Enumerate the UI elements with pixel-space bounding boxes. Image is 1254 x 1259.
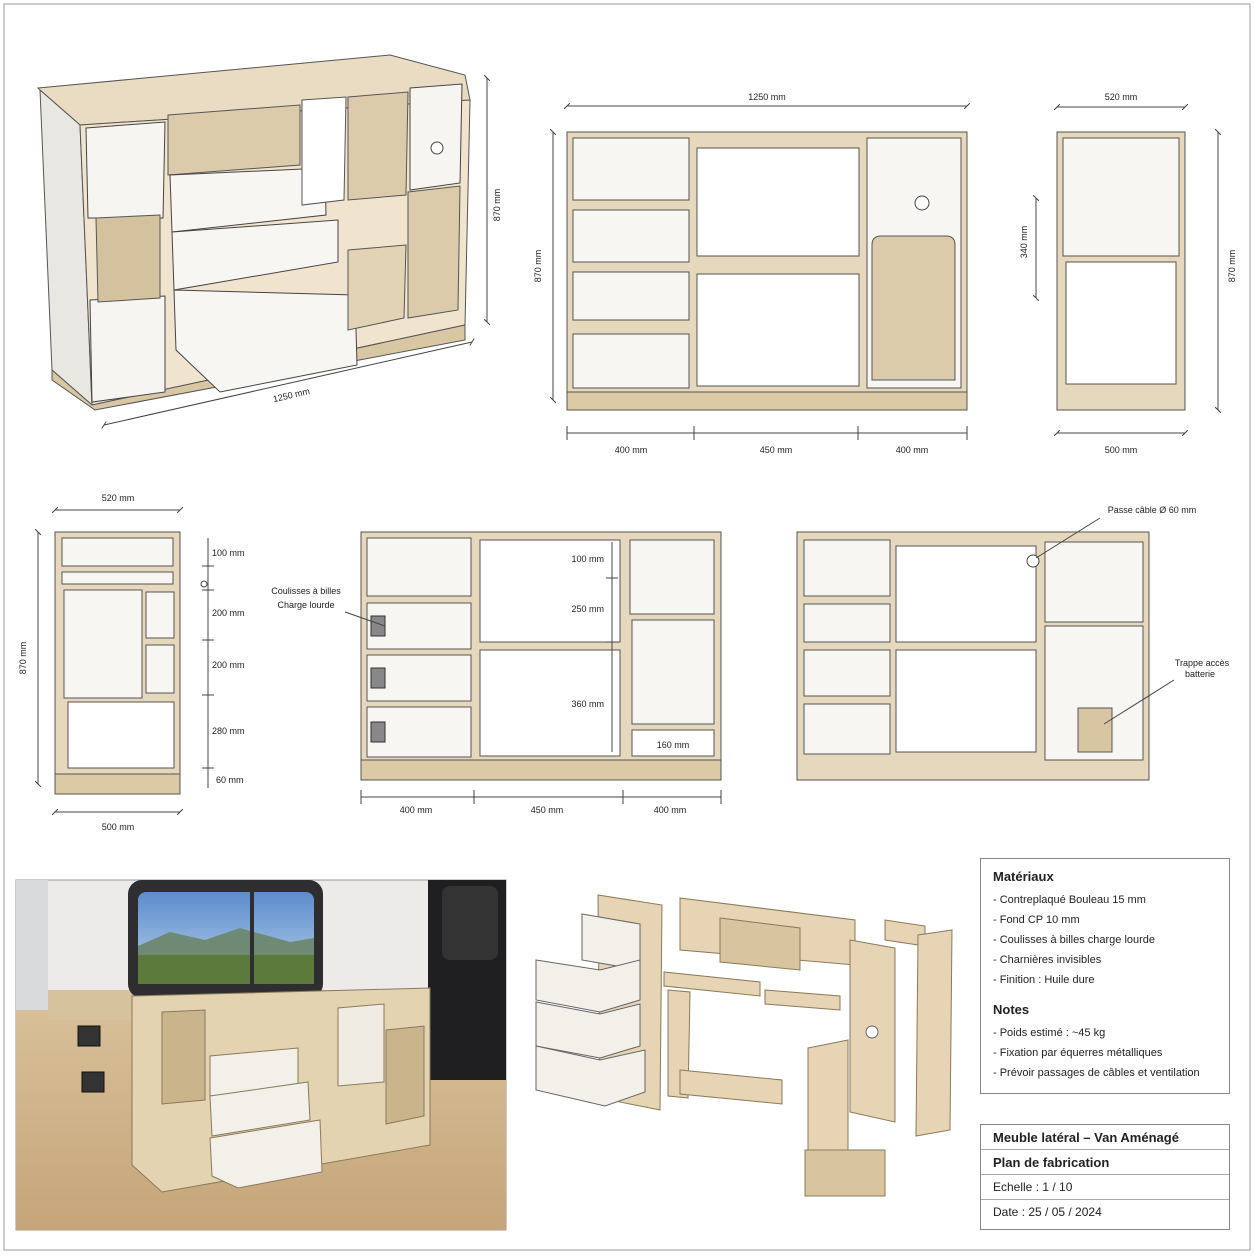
iso-width-dim: 1250 mm	[272, 386, 311, 404]
iso-height-dim: 870 mm	[492, 189, 502, 222]
materials-title: Matériaux	[993, 869, 1054, 884]
front-height-dim: 870 mm	[533, 250, 543, 283]
material-item: - Contreplaqué Bouleau 15 mm	[993, 894, 1146, 906]
section-front-col1: 400 mm	[400, 805, 433, 815]
front-width-dim: 1250 mm	[748, 92, 786, 102]
drawing-subtitle: Plan de fabrication	[981, 1150, 1229, 1175]
front-col3-dim: 400 mm	[896, 445, 929, 455]
material-item: - Coulisses à billes charge lourde	[993, 934, 1156, 946]
section-side-d4: 280 mm	[212, 726, 245, 736]
section-side-d2: 200 mm	[212, 608, 245, 618]
title-block: Meuble latéral – Van Aménagé Plan de fab…	[980, 1124, 1230, 1230]
back-view: Passe câble Ø 60 mm Trappe accès batteri…	[796, 505, 1230, 781]
section-side-view: 520 mm 870 mm 100 mm 200 mm 200 mm 280 m…	[18, 493, 245, 832]
note-item: - Poids estimé : ~45 kg	[993, 1027, 1106, 1039]
note-item: - Fixation par équerres métalliques	[993, 1047, 1163, 1059]
front-view: 1250 mm 870 mm 400 mm 450 mm 400 mm	[533, 92, 967, 455]
section-side-height: 870 mm	[18, 642, 28, 675]
exploded-view	[535, 894, 953, 1197]
section-side-depth-bottom: 500 mm	[102, 822, 135, 832]
section-side-d3: 200 mm	[212, 660, 245, 670]
slides-note-line1: Coulisses à billes	[271, 586, 341, 596]
isometric-view: 1250 mm 870 mm	[36, 54, 502, 425]
section-front-d3: 360 mm	[571, 699, 604, 709]
section-front-d4: 160 mm	[657, 740, 690, 750]
materials-notes-panel: Matériaux - Contreplaqué Bouleau 15 mm -…	[980, 858, 1230, 1094]
notes-list: - Poids estimé : ~45 kg - Fixation par é…	[993, 1023, 1217, 1083]
slides-note-line2: Charge lourde	[277, 600, 334, 610]
notes-title: Notes	[993, 1002, 1030, 1017]
section-front-view: Coulisses à billes Charge lourde 100 mm …	[271, 531, 722, 815]
section-front-col2: 450 mm	[531, 805, 564, 815]
section-side-depth-top: 520 mm	[102, 493, 135, 503]
drawing-date: Date : 25 / 05 / 2024	[993, 1205, 1102, 1219]
front-col1-dim: 400 mm	[615, 445, 648, 455]
material-item: - Finition : Huile dure	[993, 974, 1095, 986]
hatch-note-line2: batterie	[1185, 669, 1215, 679]
installed-render	[15, 879, 507, 1231]
materials-list: - Contreplaqué Bouleau 15 mm - Fond CP 1…	[993, 890, 1217, 990]
drawing-title: Meuble latéral – Van Aménagé	[981, 1125, 1229, 1150]
section-front-d1: 100 mm	[571, 554, 604, 564]
page-border	[3, 3, 1251, 1251]
side-depth-top: 520 mm	[1105, 92, 1138, 102]
section-side-d5: 60 mm	[216, 775, 244, 785]
front-col2-dim: 450 mm	[760, 445, 793, 455]
material-item: - Fond CP 10 mm	[993, 914, 1080, 926]
side-inner-dim: 340 mm	[1019, 226, 1029, 259]
cable-pass-note: Passe câble Ø 60 mm	[1108, 505, 1197, 515]
side-depth-bottom: 500 mm	[1105, 445, 1138, 455]
note-item: - Prévoir passages de câbles et ventilat…	[993, 1067, 1200, 1079]
section-front-d2: 250 mm	[571, 604, 604, 614]
material-item: - Charnières invisibles	[993, 954, 1102, 966]
section-side-d1: 100 mm	[212, 548, 245, 558]
section-front-col3: 400 mm	[654, 805, 687, 815]
hatch-note-line1: Trappe accès	[1175, 658, 1230, 668]
drawing-scale: Echelle : 1 / 10	[981, 1175, 1229, 1200]
side-height-dim: 870 mm	[1227, 250, 1237, 283]
side-view: 520 mm 340 mm 870 mm 500 mm	[1019, 92, 1237, 455]
